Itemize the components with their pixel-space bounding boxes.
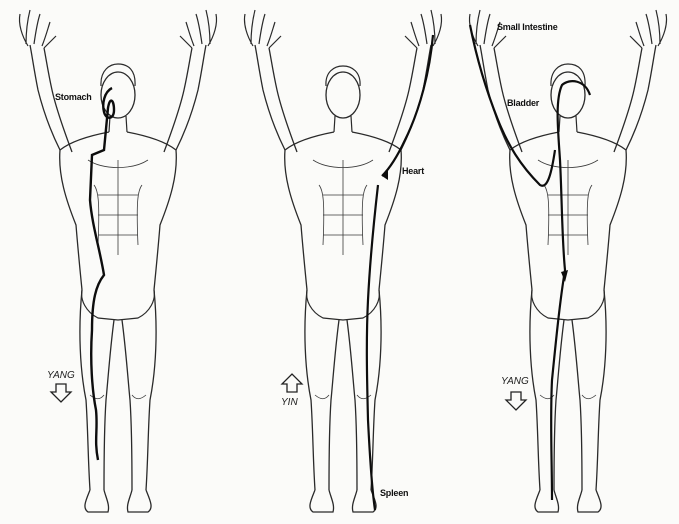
heart-meridian-line [382, 35, 433, 176]
down-arrow [51, 384, 71, 402]
figure-heart-spleen [244, 10, 441, 512]
bladder-meridian-line [551, 81, 590, 500]
stomach-meridian-line [90, 88, 114, 460]
bladder-label: Bladder [507, 98, 539, 108]
yin-label: YIN [281, 397, 298, 408]
yang-label: YANG [47, 370, 75, 381]
yang-label: YANG [501, 376, 529, 387]
spleen-label: Spleen [380, 488, 408, 498]
up-arrow [282, 374, 302, 392]
stomach-label: Stomach [55, 92, 92, 102]
heart-label: Heart [402, 166, 424, 176]
figure-intestine-bladder [469, 10, 666, 512]
down-arrow [506, 392, 526, 410]
small-intestine-label: Small Intestine [497, 22, 558, 32]
figure-stomach [19, 10, 216, 512]
